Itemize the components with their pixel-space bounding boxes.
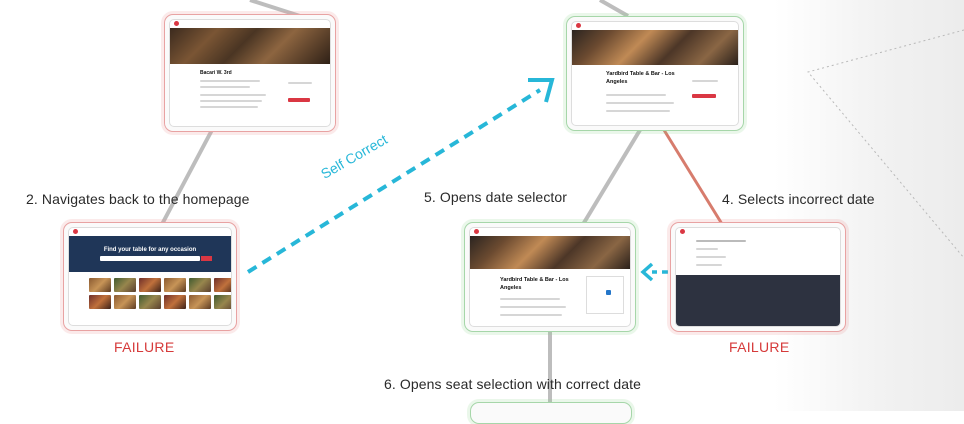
self-correct-arrowhead — [528, 78, 555, 103]
text-line — [200, 106, 258, 108]
restaurant-photo — [572, 30, 738, 66]
restaurant-tile — [214, 278, 231, 292]
edge-top-center-up — [599, 0, 629, 18]
date-selector-calendar — [586, 276, 624, 314]
thumb-homepage: Find your table for any occasion — [63, 222, 237, 331]
restaurant-tile — [164, 295, 186, 309]
screen-homepage: Find your table for any occasion — [68, 227, 232, 326]
selected-date — [606, 290, 611, 295]
restaurant-tile — [214, 295, 231, 309]
screen-top-center: Yardbird Table & Bar - Los Angeles — [571, 21, 739, 126]
logo-icon — [576, 23, 581, 28]
reserve-button — [288, 98, 310, 102]
edge-center-to-incorrect — [662, 129, 724, 225]
return-arrowhead — [640, 262, 654, 282]
background-shade — [774, 0, 964, 411]
text-line — [500, 314, 562, 316]
edge-top-left-up — [249, 0, 301, 18]
text-line — [606, 102, 674, 104]
text-line — [696, 264, 722, 266]
restaurant-tile — [189, 295, 211, 309]
text-line — [200, 100, 262, 102]
thumb-top-left-restaurant: Bacari W. 3rd — [164, 14, 336, 132]
restaurant-tile — [189, 278, 211, 292]
logo-icon — [474, 229, 479, 234]
hero-title: Find your table for any occasion — [103, 247, 197, 253]
restaurant-tile — [164, 278, 186, 292]
outcome-right-failure: FAILURE — [729, 339, 790, 355]
restaurant-tile — [89, 278, 111, 292]
step-label-4: 4. Selects incorrect date — [722, 191, 875, 207]
restaurant-tile — [114, 295, 136, 309]
restaurant-photo — [170, 28, 330, 65]
dotted-boundary — [807, 29, 964, 259]
text-line — [696, 248, 718, 250]
logo-icon — [680, 229, 685, 234]
screen-incorrect-date — [675, 227, 841, 327]
text-line — [696, 240, 746, 242]
text-line — [288, 82, 312, 84]
logo-icon — [73, 229, 78, 234]
thumb-incorrect-date — [670, 222, 846, 332]
reserve-button — [692, 94, 716, 98]
step-label-6: 6. Opens seat selection with correct dat… — [384, 376, 642, 392]
text-line — [500, 306, 566, 308]
restaurant-tile — [114, 278, 136, 292]
text-line — [200, 94, 266, 96]
text-line — [606, 94, 666, 96]
self-correct-arrow-line — [246, 88, 542, 274]
restaurant-tile — [139, 295, 161, 309]
text-line — [606, 110, 670, 112]
thumb-next-step-partial — [470, 402, 632, 424]
text-line — [500, 298, 560, 300]
restaurant-name: Bacari W. 3rd — [200, 70, 232, 76]
edge-top-left-to-homepage — [158, 129, 214, 229]
restaurant-name: Yardbird Table & Bar - Los Angeles — [500, 277, 569, 291]
restaurant-photo — [470, 236, 630, 270]
step-label-2: 2. Navigates back to the homepage — [26, 191, 250, 207]
logo-icon — [174, 21, 179, 26]
edge-center-to-middle — [580, 128, 642, 228]
restaurant-tile — [89, 295, 111, 309]
text-line — [692, 80, 718, 82]
hero-search-bar — [100, 256, 212, 261]
screen-date-selector: Yardbird Table & Bar - Los Angeles — [469, 227, 631, 327]
restaurant-name: Yardbird Table & Bar - Los Angeles — [606, 71, 675, 85]
text-line — [696, 256, 726, 258]
text-line — [200, 86, 250, 88]
screen-top-left: Bacari W. 3rd — [169, 19, 331, 127]
outcome-left-failure: FAILURE — [114, 339, 175, 355]
screen-topbar — [470, 228, 630, 235]
thumb-top-center-restaurant: Yardbird Table & Bar - Los Angeles — [566, 16, 744, 131]
step-label-5: 5. Opens date selector — [424, 189, 568, 205]
thumb-date-selector: Yardbird Table & Bar - Los Angeles — [464, 222, 636, 332]
screen-topbar — [69, 228, 231, 235]
page-footer — [676, 275, 840, 326]
screen-topbar — [572, 22, 738, 29]
homepage-hero: Find your table for any occasion — [69, 236, 231, 272]
edges-layer — [158, 0, 964, 411]
restaurant-tile — [139, 278, 161, 292]
screen-topbar — [170, 20, 330, 27]
screen-topbar — [676, 228, 840, 235]
restaurant-grid — [89, 278, 231, 309]
text-line — [200, 80, 260, 82]
